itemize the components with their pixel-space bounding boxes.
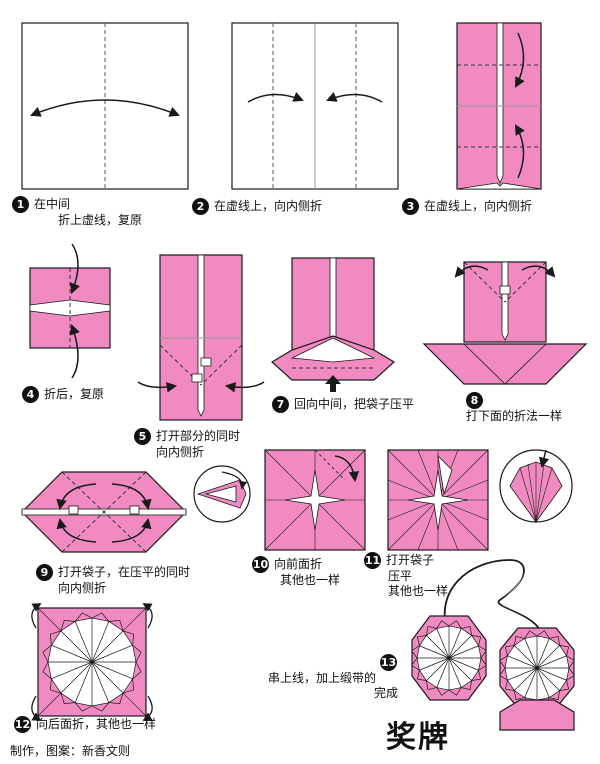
step-11-line2: 压平 bbox=[388, 569, 413, 583]
step-13-number: 13 bbox=[380, 654, 397, 671]
step-8-line1: 打下面的折法一样 bbox=[466, 409, 563, 423]
step-12-number: 12 bbox=[14, 716, 31, 733]
step-10-line2: 其他也一样 bbox=[280, 573, 341, 587]
step-5-number: 5 bbox=[134, 428, 151, 445]
step-11-caption: 11 打开袋子 压平 其他也一样 bbox=[364, 552, 448, 599]
credit-text: 制作，图案：新香文则 bbox=[10, 744, 131, 758]
step-8-figure bbox=[422, 261, 588, 385]
step-7-caption: 7 回向中间，把袋子压平 bbox=[272, 396, 414, 413]
step-4-line1: 折后，复原 bbox=[44, 387, 105, 401]
step-5-figure bbox=[137, 254, 265, 421]
step-3-line1: 在虚线上，向内侧折 bbox=[424, 199, 533, 213]
step-5-line2: 向内侧折 bbox=[156, 445, 205, 459]
step-10-line1: 向前面折 bbox=[274, 557, 323, 571]
step-12-caption: 12 向后面折，其他也一样 bbox=[14, 716, 156, 733]
step-2-caption: 2 在虚线上，向内侧折 bbox=[192, 198, 322, 215]
step-10-caption: 10 向前面折 其他也一样 bbox=[252, 556, 340, 588]
diagram-title: 奖牌 bbox=[386, 720, 450, 755]
step-8-number: 8 bbox=[466, 392, 483, 409]
step-1-line1: 在中间 bbox=[34, 197, 71, 211]
step-2-number: 2 bbox=[192, 198, 209, 215]
step-3-caption: 3 在虚线上，向内侧折 bbox=[402, 198, 532, 215]
step-5-line1: 打开部分的同时 bbox=[156, 429, 241, 443]
step-7-line1: 回向中间，把袋子压平 bbox=[294, 397, 415, 411]
step-1-number: 1 bbox=[12, 196, 29, 213]
step-3-figure bbox=[456, 22, 542, 190]
step-1-figure bbox=[21, 22, 189, 190]
step-12-line1: 向后面折，其他也一样 bbox=[36, 717, 157, 731]
step-7-figure bbox=[270, 257, 396, 392]
step-7-number: 7 bbox=[272, 396, 289, 413]
step-12-figure bbox=[31, 603, 153, 721]
step-9-number: 9 bbox=[36, 564, 53, 581]
step-8-caption: 8 打下面的折法一样 bbox=[466, 392, 562, 424]
step-4-number: 4 bbox=[22, 386, 39, 403]
step-1-line2: 折上虚线，复原 bbox=[58, 213, 143, 227]
step-4-caption: 4 折后，复原 bbox=[22, 386, 104, 403]
step-11-line1: 打开袋子 bbox=[386, 553, 435, 567]
step-11-line3: 其他也一样 bbox=[388, 584, 449, 598]
step-11-number: 11 bbox=[364, 552, 381, 569]
step-10-figure bbox=[264, 449, 366, 551]
step-9-caption: 9 打开袋子，在压平的同时 向内侧折 bbox=[36, 564, 190, 596]
step-13-caption: 13 串上线，加上缎带的 完成 bbox=[268, 654, 402, 701]
step-11-figure bbox=[387, 449, 573, 551]
step-10-number: 10 bbox=[252, 556, 269, 573]
step-13-line2: 完成 bbox=[374, 686, 399, 700]
step-3-number: 3 bbox=[402, 198, 419, 215]
step-13-line1: 串上线，加上缎带的 bbox=[268, 671, 377, 685]
step-9-figure bbox=[21, 465, 251, 553]
step-4-figure bbox=[29, 243, 111, 379]
step-2-figure bbox=[231, 22, 399, 190]
step-13-figure bbox=[411, 559, 575, 731]
step-5-caption: 5 打开部分的同时 向内侧折 bbox=[134, 428, 240, 460]
step-9-line2: 向内侧折 bbox=[58, 581, 107, 595]
step-9-line1: 打开袋子，在压平的同时 bbox=[58, 565, 191, 579]
step-1-caption: 1 在中间 折上虚线，复原 bbox=[12, 196, 142, 228]
step-2-line1: 在虚线上，向内侧折 bbox=[214, 199, 323, 213]
